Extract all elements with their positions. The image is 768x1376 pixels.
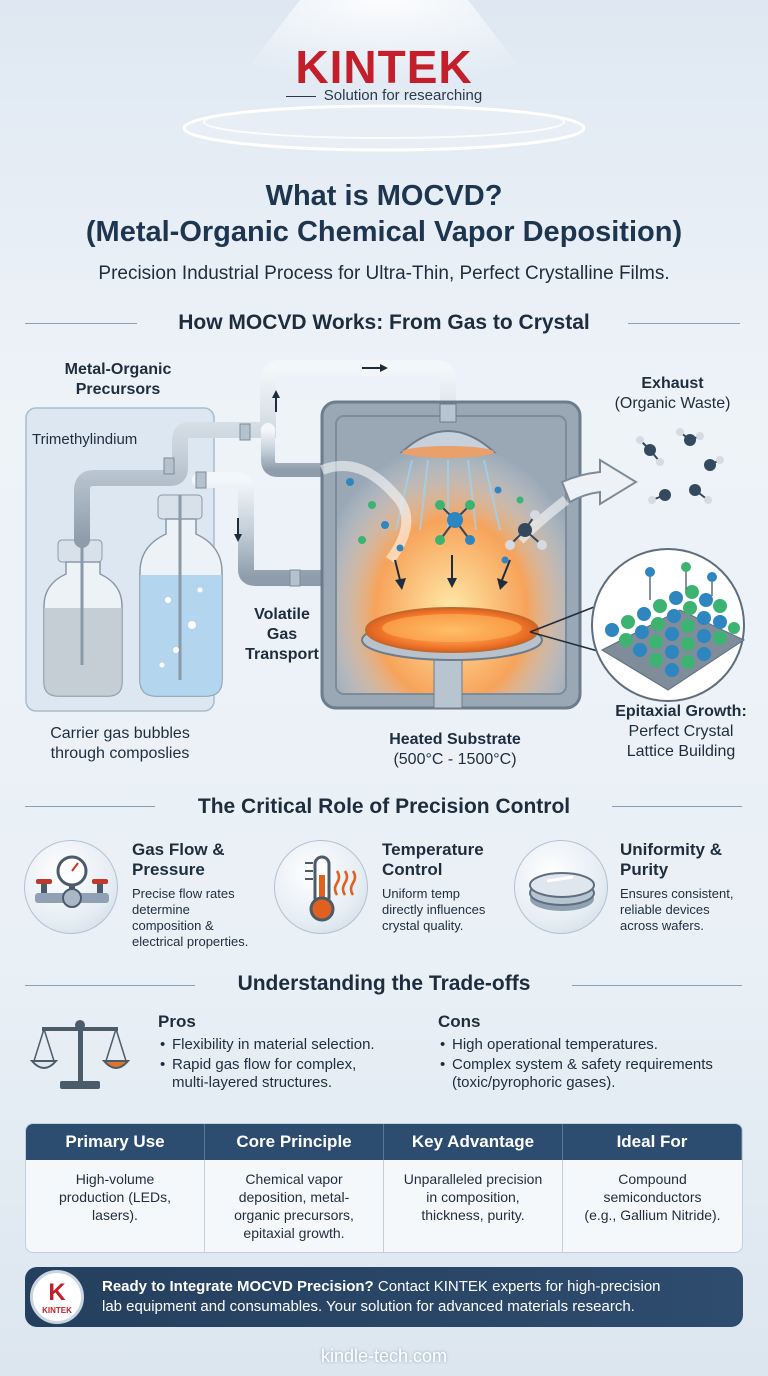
thermometer-icon <box>274 840 368 934</box>
cons-title: Cons <box>438 1012 481 1031</box>
cta-text: Ready to Integrate MOCVD Precision? Cont… <box>102 1278 661 1315</box>
divider <box>628 323 740 324</box>
wafer-icon <box>514 840 608 934</box>
balance-scale-icon <box>30 1020 130 1089</box>
pressure-gauge-icon <box>24 840 118 934</box>
precision-heading: The Critical Role of Precision Control <box>197 795 571 818</box>
shower-head-icon <box>395 403 501 531</box>
page-title: What is MOCVD? (Metal-Organic Chemical V… <box>85 180 683 248</box>
process-heading: How MOCVD Works: From Gas to Crystal <box>178 311 590 334</box>
brand-tagline: Solution for researching <box>0 87 768 104</box>
divider <box>25 806 155 807</box>
divider <box>25 323 137 324</box>
crystal-lattice-icon <box>591 548 746 702</box>
heated-substrate-icon <box>361 607 543 709</box>
mocvd-process-diagram <box>25 360 746 712</box>
tradeoffs-heading: Understanding the Trade-offs <box>237 972 531 995</box>
card-title-gas-flow: Gas Flow &Pressure <box>132 840 225 879</box>
pros-list: Flexibility in material selection. Rapid… <box>158 1036 428 1094</box>
summary-table: Primary Use Core Principle Key Advantage… <box>25 1123 743 1253</box>
table-header: Primary Use <box>26 1124 205 1160</box>
list-item: Complex system & safety requirements(tox… <box>438 1056 758 1092</box>
list-item: High operational temperatures. <box>438 1036 758 1054</box>
card-title-uniformity: Uniformity &Purity <box>620 840 722 879</box>
kintek-logo-icon: K KINTEK <box>30 1270 84 1324</box>
table-header: Core Principle <box>205 1124 384 1160</box>
table-header: Ideal For <box>563 1124 742 1160</box>
substrate-label: Heated Substrate(500°C - 1500°C) <box>389 731 521 768</box>
footer-url-link[interactable]: kindle-tech.com <box>320 1346 448 1366</box>
exhaust-arrow-icon <box>560 458 638 506</box>
trimethylindium-label: Trimethylindium <box>32 431 138 448</box>
table-header: Key Advantage <box>384 1124 563 1160</box>
cons-list: High operational temperatures. Complex s… <box>438 1036 758 1094</box>
divider <box>572 985 742 986</box>
divider <box>612 806 742 807</box>
bubbler-bottle-icon <box>139 494 223 697</box>
brand-logo: KINTEK <box>295 41 473 93</box>
pros-title: Pros <box>158 1012 196 1031</box>
bubbler-bottle-icon <box>43 539 123 697</box>
cta-banner[interactable] <box>25 1267 743 1327</box>
list-item: Rapid gas flow for complex,multi-layered… <box>158 1056 428 1092</box>
list-item: Flexibility in material selection. <box>158 1036 428 1054</box>
exhaust-label: Exhaust(Organic Waste) <box>614 375 731 412</box>
page-subtitle: Precision Industrial Process for Ultra-T… <box>98 263 670 284</box>
divider <box>25 985 195 986</box>
